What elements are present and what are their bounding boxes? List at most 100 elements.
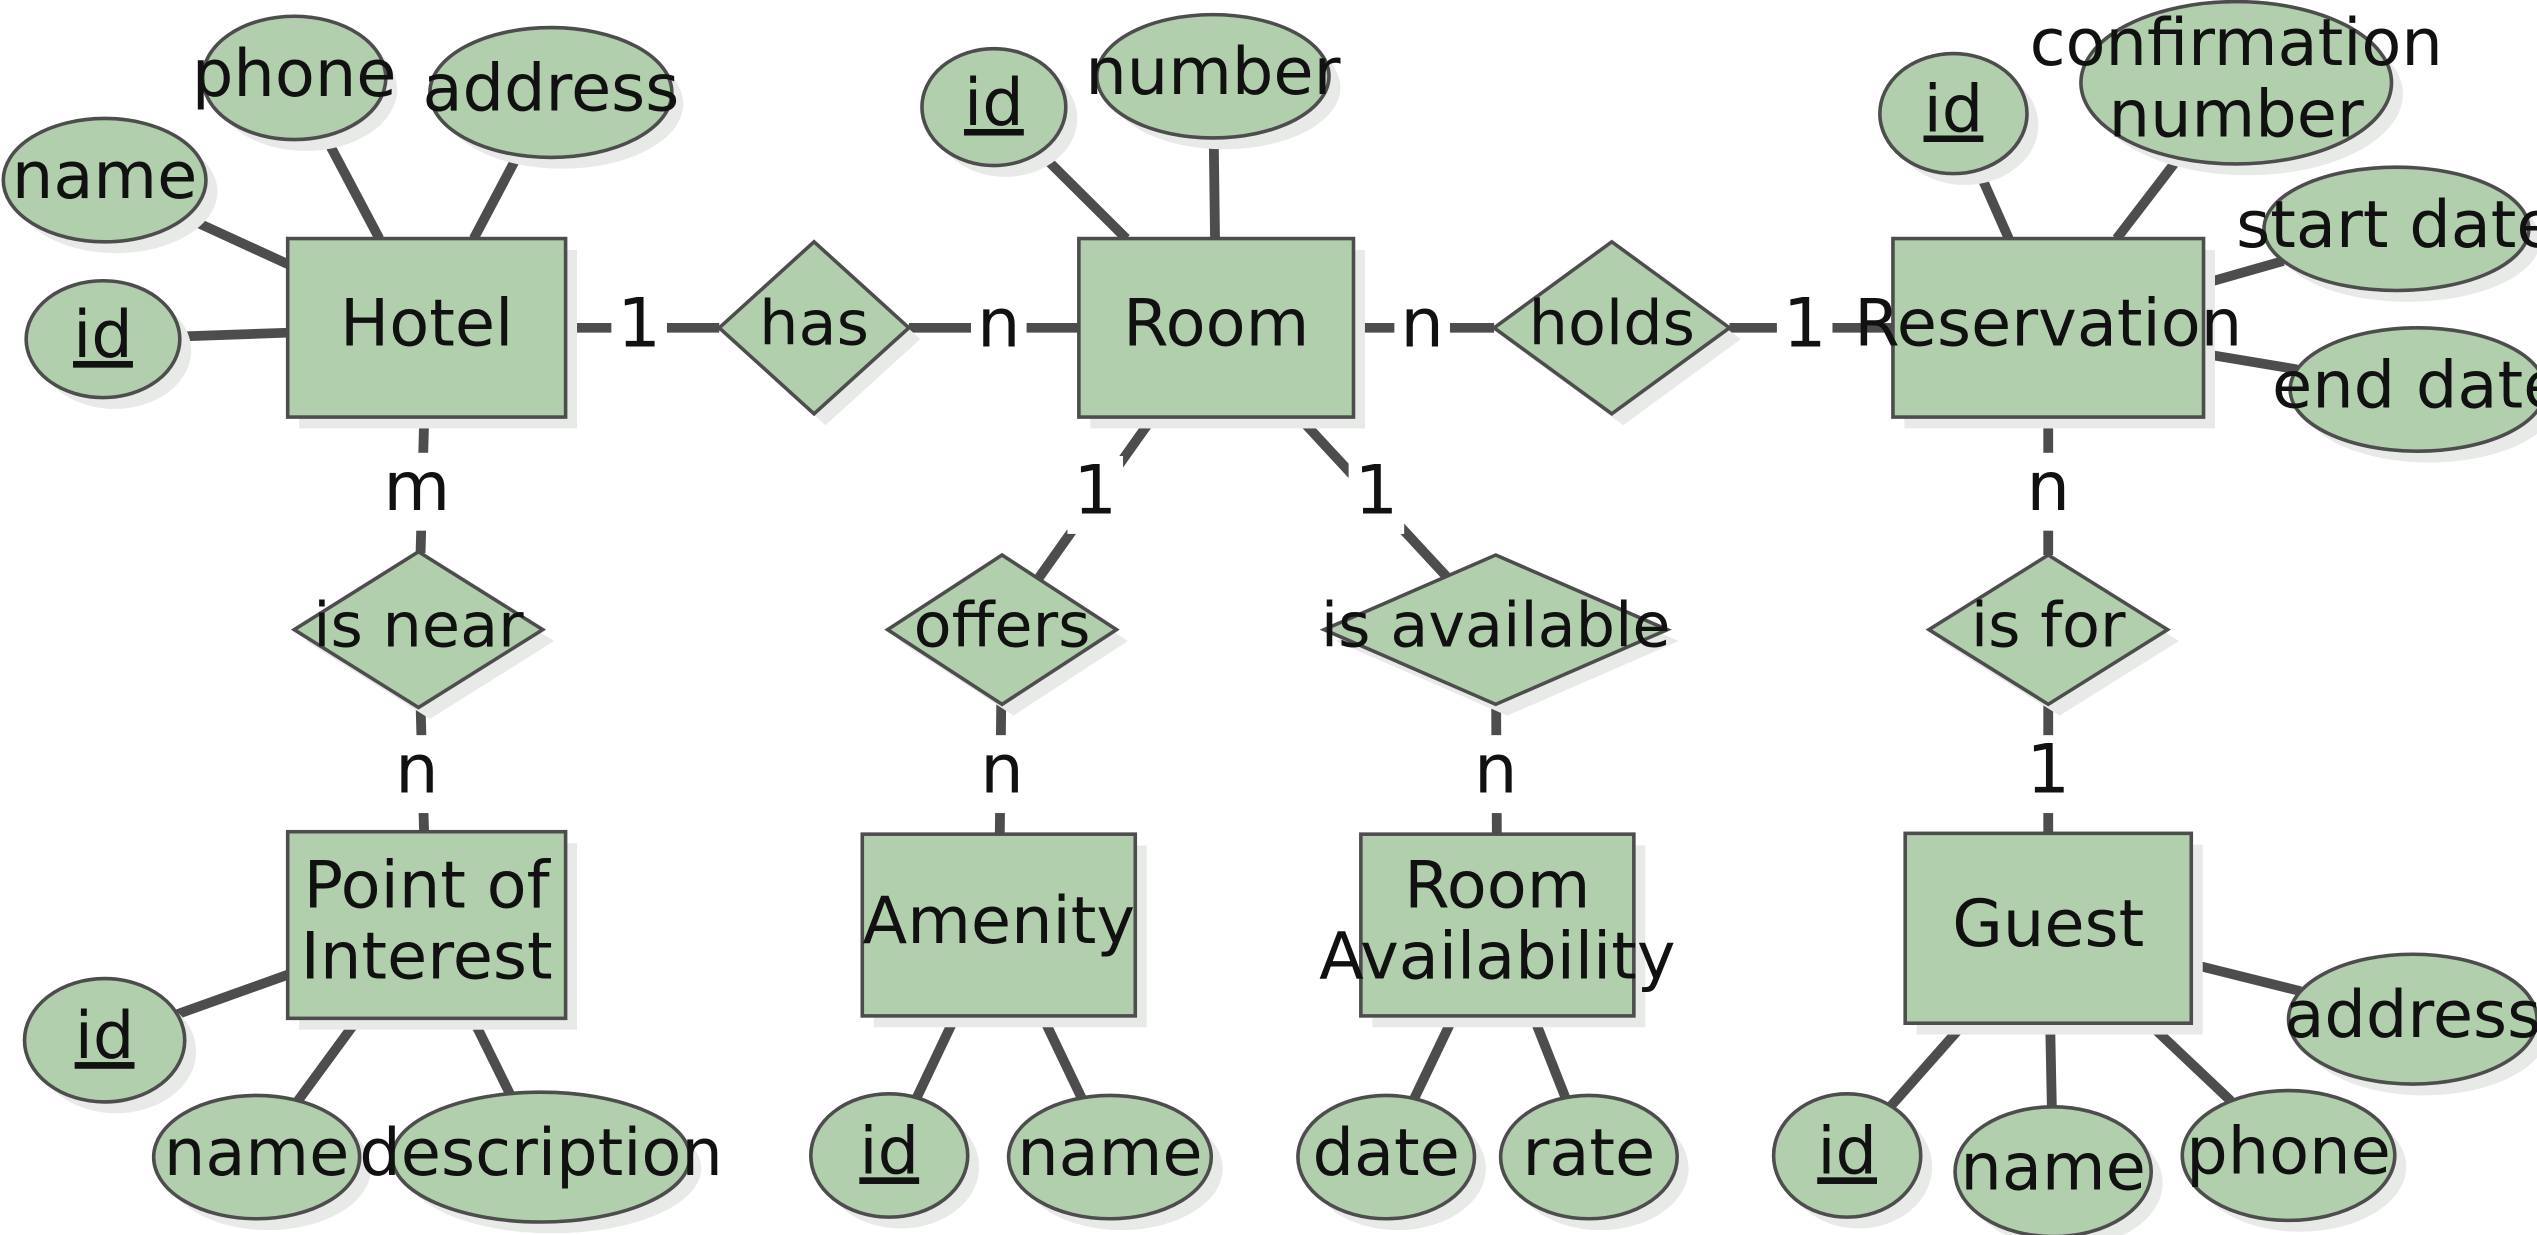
cardinality-backdrop-room_holds	[1394, 288, 1450, 367]
attribute-label-hotel_name: name	[12, 139, 197, 214]
attribute-ellipse-room_id[interactable]	[920, 46, 1068, 168]
attribute-label-hotel_address: address	[422, 52, 679, 127]
cardinality-backdrop-room_is_available	[1348, 456, 1405, 534]
attribute-ellipse-poi_id[interactable]	[22, 976, 187, 1104]
cardinality-backdrop-holds_reservation	[1776, 288, 1833, 367]
attribute-ellipse-res_end_date[interactable]	[2288, 326, 2537, 453]
cardinality-label-has_room: n	[977, 285, 1021, 364]
connector-ra_date-to-room_availability	[1409, 1013, 1459, 1101]
relationship-diamond-has[interactable]	[716, 239, 912, 417]
attribute-ellipse-res_confirmation[interactable]	[2079, 0, 2394, 166]
entity-label-room: Room	[1123, 287, 1309, 362]
relationship-diamond-is_available[interactable]	[1319, 553, 1672, 707]
connector-hotel_id-to-hotel	[179, 327, 288, 342]
attribute-label-res_id: id	[1924, 73, 1984, 148]
attribute-ellipse-guest_name[interactable]	[1953, 1105, 2153, 1235]
cardinality-label-hotel_is_near: m	[383, 448, 450, 527]
cardinality-backdrop-reservation_is_for	[2020, 452, 2077, 531]
attribute-ellipse-res_id[interactable]	[1878, 51, 2029, 176]
connector-guest_address-to-guest	[2190, 959, 2302, 996]
cardinality-label-room_holds: n	[1400, 285, 1444, 364]
relationship-label-has: has	[759, 288, 869, 360]
attribute-label-guest_address: address	[2284, 978, 2537, 1053]
cardinality-label-is_for_guest: 1	[2026, 731, 2070, 810]
attribute-label-amenity_name: name	[1017, 1116, 1202, 1191]
cardinality-backdrop-hotel_has	[611, 288, 667, 367]
attribute-ellipse-guest_address[interactable]	[2286, 952, 2537, 1086]
connector-room_number-to-room	[1208, 137, 1220, 239]
entity-box-point_of_interest[interactable]	[285, 829, 568, 1021]
cardinality-backdrop-has_room	[970, 288, 1027, 367]
connector-guest_phone-to-guest	[2145, 1019, 2235, 1105]
cardinality-backdrop-room_offers	[1067, 456, 1124, 534]
connector-poi_description-to-point_of_interest	[468, 1016, 515, 1096]
attribute-ellipse-hotel_address[interactable]	[428, 25, 674, 160]
cardinality-backdrop-is_near_poi	[389, 735, 445, 814]
attribute-ellipse-guest_id[interactable]	[1771, 1092, 1923, 1219]
attribute-ellipse-poi_name[interactable]	[151, 1093, 362, 1221]
connector-room_id-to-room	[1035, 148, 1130, 243]
attribute-ellipse-amenity_id[interactable]	[808, 1092, 970, 1219]
attribute-ellipse-guest_phone[interactable]	[2180, 1088, 2397, 1223]
cardinality-label-reservation_is_for: n	[2026, 448, 2070, 527]
attribute-ellipse-hotel_name[interactable]	[1, 116, 208, 244]
cardinality-label-offers_amenity: n	[980, 731, 1024, 810]
cardinality-label-room_is_available: 1	[1355, 452, 1399, 531]
relationship-label-is_available: is available	[1321, 590, 1671, 662]
attribute-label-guest_name: name	[1960, 1131, 2145, 1206]
attribute-ellipse-hotel_phone[interactable]	[200, 14, 388, 142]
attribute-ellipse-res_start_date[interactable]	[2262, 165, 2531, 293]
relationship-diamond-offers[interactable]	[884, 552, 1120, 707]
entity-label-reservation: Reservation	[1854, 287, 2242, 362]
attribute-label-res_end_date: end date	[2272, 349, 2537, 424]
entity-box-room_availability[interactable]	[1359, 832, 1636, 1018]
connector-hotel_name-to-hotel	[183, 212, 290, 269]
cardinality-backdrop-hotel_is_near	[389, 452, 445, 531]
cardinality-layer: 1 n n 1 m n 1 n 1 n n 1	[383, 285, 2077, 814]
entity-box-room[interactable]	[1077, 236, 1356, 419]
relationship-diamond-is_near[interactable]	[290, 549, 547, 710]
cardinality-label-room_offers: 1	[1073, 452, 1117, 531]
connector-poi_name-to-point_of_interest	[294, 1015, 363, 1104]
cardinality-label-hotel_has: 1	[617, 285, 661, 364]
entity-box-hotel[interactable]	[285, 236, 568, 419]
entity-label-hotel: Hotel	[340, 287, 513, 362]
relationship-label-is_for: is for	[1971, 590, 2126, 662]
connector-amenity_name-to-amenity	[1037, 1013, 1087, 1100]
attribute-label-poi_name: name	[164, 1116, 349, 1191]
cardinality-label-holds_reservation: 1	[1783, 285, 1827, 364]
entity-label-amenity: Amenity	[863, 884, 1136, 959]
relationship-diamond-holds[interactable]	[1491, 239, 1733, 417]
attribute-label-ra_date: date	[1312, 1116, 1459, 1191]
attribute-label-hotel_id: id	[73, 298, 133, 373]
connector-guest_name-to-guest	[2045, 1023, 2057, 1107]
cardinality-backdrop-offers_amenity	[974, 735, 1030, 814]
cardinality-label-is_near_poi: n	[395, 731, 439, 810]
attribute-label-guest_id: id	[1817, 1115, 1877, 1190]
entity-box-reservation[interactable]	[1891, 236, 2206, 419]
attribute-ellipse-ra_rate[interactable]	[1498, 1093, 1679, 1221]
attribute-ellipse-amenity_name[interactable]	[1006, 1093, 1214, 1221]
entity-box-guest[interactable]	[1903, 831, 2194, 1026]
relationship-label-is_near: is near	[313, 590, 524, 662]
connector-res_start_date-to-reservation	[2202, 256, 2285, 289]
attribute-ellipse-ra_date[interactable]	[1296, 1093, 1477, 1221]
attribute-ellipse-poi_description[interactable]	[390, 1090, 692, 1224]
entity-box-amenity[interactable]	[860, 832, 1138, 1018]
connector-amenity_id-to-amenity	[912, 1013, 961, 1100]
cardinality-label-is_available_ra: n	[1474, 731, 1518, 810]
relationship-label-holds: holds	[1529, 288, 1695, 360]
relationship-diamond-is_for[interactable]	[1925, 552, 2171, 707]
connector-hotel_address-to-hotel	[469, 152, 523, 241]
attribute-ellipse-hotel_id[interactable]	[24, 278, 182, 400]
connector-hotel_phone-to-hotel	[320, 133, 384, 241]
cardinality-backdrop-is_for_guest	[2020, 735, 2077, 814]
connector-guest_id-to-guest	[1887, 1020, 1968, 1110]
attribute-ellipse-room_number[interactable]	[1095, 12, 1331, 140]
connector-res_confirmation-to-reservation	[2112, 155, 2183, 242]
cardinality-backdrop-is_available_ra	[1467, 735, 1524, 814]
attribute-label-room_id: id	[964, 66, 1024, 141]
